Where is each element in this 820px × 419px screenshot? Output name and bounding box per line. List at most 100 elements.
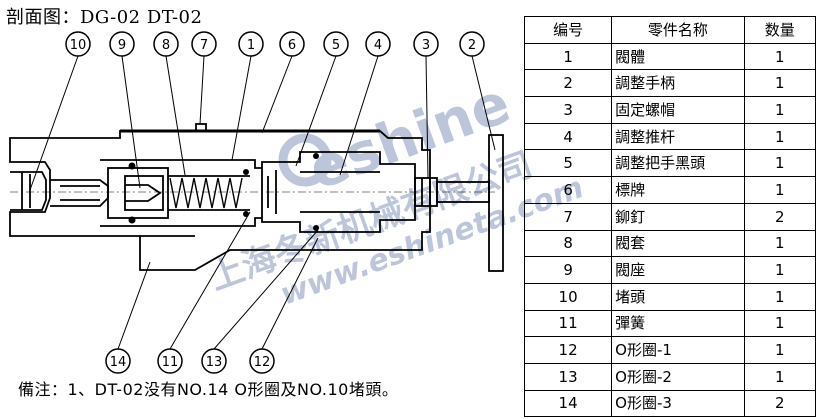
part-no: 12 [523,336,613,364]
callout-10: 10 [65,31,91,57]
callout-4: 4 [365,31,391,57]
svg-text:12: 12 [254,355,271,370]
part-qty: 1 [743,176,816,204]
svg-text:7: 7 [200,38,208,53]
leader-lines [29,55,496,350]
part-name: 彈簧 [611,309,745,338]
part-no: 10 [523,282,613,311]
o-ring-icon [128,162,136,170]
part-name: 調整把手黑頭 [611,149,745,178]
callout-11: 11 [157,348,183,374]
part-no: 14 [523,389,613,418]
svg-text:6: 6 [288,38,296,53]
svg-text:13: 13 [206,355,223,370]
part-no: 6 [523,176,613,204]
part-qty: 1 [743,69,816,98]
part-qty: 2 [743,389,816,418]
part-no: 2 [523,69,613,98]
part-qty: 1 [743,96,816,124]
part-qty: 1 [743,122,816,151]
part-name: 固定螺帽 [611,96,745,124]
watermark-logo-icon [278,133,332,187]
part-no: 5 [523,149,613,178]
part-name: 閥體 [611,42,745,71]
part-name: 堵頭 [611,282,745,311]
part-qty: 1 [743,309,816,338]
svg-text:2: 2 [468,38,476,53]
svg-text:1: 1 [247,38,255,53]
part-no: 11 [523,309,613,338]
part-no: 8 [523,229,613,258]
callout-8: 8 [153,31,179,57]
part-qty: 1 [743,149,816,178]
part-qty: 1 [743,229,816,258]
callout-1: 1 [238,31,264,57]
o-ring-icon [313,225,319,231]
callout-3: 3 [413,31,439,57]
callout-12: 12 [249,348,275,374]
part-name: 鉚釘 [611,202,745,231]
part-name: 閥套 [611,229,745,258]
header-no: 编号 [523,16,613,44]
callout-balloons: 10 9 8 7 1 6 5 4 3 2 14 11 13 12 [65,31,485,374]
part-name: O形圈-3 [611,389,745,418]
svg-text:5: 5 [332,38,340,53]
svg-text:8: 8 [162,38,170,53]
part-name: 標牌 [611,176,745,204]
header-qty: 数量 [743,16,816,44]
callout-5: 5 [323,31,349,57]
part-name: O形圈-1 [611,336,745,364]
callout-9: 9 [109,31,135,57]
o-ring-icon [128,216,136,224]
part-qty: 1 [743,336,816,364]
header-name: 零件名称 [611,16,745,44]
part-qty: 1 [743,256,816,284]
svg-text:11: 11 [162,355,179,370]
callout-14: 14 [105,348,131,374]
callout-6: 6 [279,31,305,57]
parts-table-header: 编号 零件名称 数量 [523,16,816,44]
svg-text:14: 14 [110,355,127,370]
drawing-title: 剖面图：DG-02 DT-02 [6,7,203,28]
part-no: 7 [523,202,613,231]
part-qty: 1 [743,362,816,391]
part-no: 13 [523,362,613,391]
part-no: 9 [523,256,613,284]
part-no: 4 [523,122,613,151]
part-no: 3 [523,96,613,124]
svg-text:3: 3 [422,38,430,53]
callout-7: 7 [191,31,217,57]
part-qty: 1 [743,282,816,311]
part-name: 閥座 [611,256,745,284]
part-name: 調整推杆 [611,122,745,151]
o-ring-icon [243,169,249,175]
callout-13: 13 [201,348,227,374]
svg-text:10: 10 [70,38,87,53]
valve-outline [9,123,504,272]
svg-text:9: 9 [118,38,126,53]
footnote: 備注：1、DT-02没有NO.14 O形圈及NO.10堵頭。 [18,380,399,399]
o-ring-icon [313,153,319,159]
part-qty: 1 [743,42,816,71]
part-name: O形圈-2 [611,362,745,391]
svg-text:4: 4 [374,38,382,53]
part-no: 1 [523,42,613,71]
part-name: 調整手柄 [611,69,745,98]
callout-2: 2 [459,31,485,57]
part-qty: 2 [743,202,816,231]
